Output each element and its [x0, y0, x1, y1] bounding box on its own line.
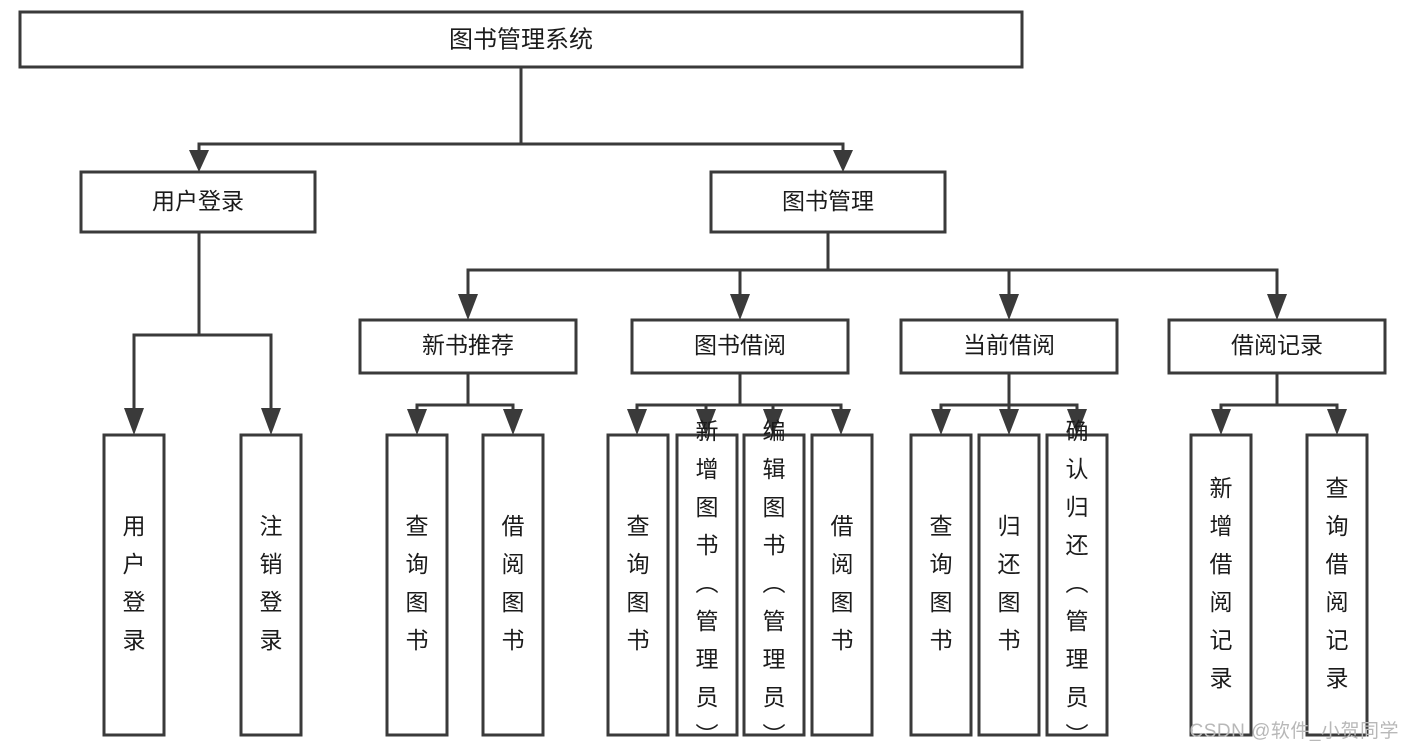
node-book-borrow[interactable]: 图书借阅: [630, 318, 850, 375]
arrowhead-leaf-borrow-record-1: [1211, 409, 1231, 435]
leaf-current-query-book-box: [909, 433, 973, 737]
arrowhead-current-borrow: [999, 294, 1019, 320]
node-user-login[interactable]: 用户登录: [79, 170, 317, 234]
leaf-borrow-edit-book-label: 编辑图书︵管理员︶: [763, 418, 786, 747]
node-new-book-recommend[interactable]: 新书推荐: [358, 318, 578, 375]
leaf-current-return-book-label: 归还图书: [998, 513, 1021, 653]
leaf-node-current-return-book[interactable]: 归还图书: [977, 433, 1041, 737]
node-new-book-recommend-label: 新书推荐: [422, 332, 514, 358]
node-borrow-record-box: [1167, 318, 1387, 375]
leaf-new-book-query-label: 查询图书: [406, 513, 429, 653]
leaf-user-login-login-label: 用户登录: [123, 513, 146, 653]
node-current-borrow[interactable]: 当前借阅: [899, 318, 1119, 375]
leaf-user-login-logout-label: 注销登录: [260, 513, 283, 653]
leaf-record-add-label: 新增借阅记录: [1210, 475, 1233, 691]
node-root-label: 图书管理系统: [449, 26, 593, 53]
leaf-borrow-borrow-book-label: 借阅图书: [831, 513, 854, 653]
leaf-new-book-query-box: [385, 433, 449, 737]
node-user-login-label: 用户登录: [152, 188, 244, 214]
node-current-borrow-box: [899, 318, 1119, 375]
arrowhead-new-book: [458, 294, 478, 320]
node-current-borrow-label: 当前借阅: [963, 332, 1055, 358]
leaf-node-user-login-login[interactable]: 用户登录: [102, 433, 166, 737]
arrowhead-book-mgmt: [833, 150, 853, 172]
arrowhead-leaf-user-login-1: [124, 408, 144, 435]
leaf-node-borrow-add-book[interactable]: 新增图书︵管理员︶: [675, 418, 739, 747]
leaf-record-add-box: [1189, 433, 1253, 737]
node-root-book-management-system[interactable]: 图书管理系统: [18, 10, 1024, 69]
arrowhead-leaf-current-borrow-3: [1067, 409, 1087, 435]
arrowhead-leaf-borrow-book-3: [763, 409, 783, 435]
node-root-box: [18, 10, 1024, 69]
leaf-user-login-logout-box: [239, 433, 303, 737]
node-new-book-recommend-box: [358, 318, 578, 375]
leaf-borrow-query-book-label: 查询图书: [627, 513, 650, 653]
leaf-node-borrow-borrow-book[interactable]: 借阅图书: [810, 433, 874, 737]
arrowhead-leaf-current-borrow-2: [999, 409, 1019, 435]
leaf-node-user-login-logout[interactable]: 注销登录: [239, 433, 303, 737]
leaf-current-confirm-return-box: [1045, 433, 1109, 737]
arrowhead-leaf-current-borrow-1: [931, 409, 951, 435]
leaf-node-borrow-query-book[interactable]: 查询图书: [606, 433, 670, 737]
arrowhead-borrow-book: [730, 294, 750, 320]
arrowhead-user-login: [189, 150, 209, 172]
node-borrow-record[interactable]: 借阅记录: [1167, 318, 1387, 375]
leaf-record-query-box: [1305, 433, 1369, 737]
node-borrow-record-label: 借阅记录: [1231, 332, 1323, 358]
leaf-borrow-add-book-label: 新增图书︵管理员︶: [696, 418, 719, 747]
node-book-borrow-label: 图书借阅: [694, 332, 786, 358]
leaf-new-book-borrow-box: [481, 433, 545, 737]
leaf-current-query-book-label: 查询图书: [930, 513, 953, 653]
leaf-node-new-book-borrow[interactable]: 借阅图书: [481, 433, 545, 737]
arrowhead-leaf-borrow-book-1: [627, 409, 647, 435]
leaf-borrow-borrow-book-box: [810, 433, 874, 737]
arrowhead-leaf-new-book-2: [503, 409, 523, 435]
leaf-node-record-query[interactable]: 查询借阅记录: [1305, 433, 1369, 737]
arrowhead-leaf-borrow-book-4: [831, 409, 851, 435]
node-book-borrow-box: [630, 318, 850, 375]
arrowhead-leaf-borrow-record-2: [1327, 409, 1347, 435]
leaf-node-borrow-edit-book[interactable]: 编辑图书︵管理员︶: [742, 418, 806, 747]
leaf-user-login-login-box: [102, 433, 166, 737]
leaf-current-return-book-box: [977, 433, 1041, 737]
leaf-node-record-add[interactable]: 新增借阅记录: [1189, 433, 1253, 737]
leaf-record-query-label: 查询借阅记录: [1326, 475, 1349, 691]
node-user-login-box: [79, 170, 317, 234]
arrowhead-borrow-record: [1267, 294, 1287, 320]
connector-layer: [124, 65, 1347, 435]
leaf-node-current-confirm-return[interactable]: 确认归还︵管理员︶: [1045, 418, 1109, 747]
node-book-management[interactable]: 图书管理: [709, 170, 947, 234]
leaf-new-book-borrow-label: 借阅图书: [502, 513, 525, 653]
arrowhead-leaf-borrow-book-2: [696, 409, 716, 435]
leaf-current-confirm-return-label: 确认归还︵管理员︶: [1066, 418, 1089, 747]
leaf-node-current-query-book[interactable]: 查询图书: [909, 433, 973, 737]
node-book-management-label: 图书管理: [782, 188, 874, 214]
arrowhead-leaf-new-book-1: [407, 409, 427, 435]
arrowhead-leaf-user-login-2: [261, 408, 281, 435]
leaf-borrow-add-book-box: [675, 433, 739, 737]
leaf-borrow-query-book-box: [606, 433, 670, 737]
leaf-node-new-book-query[interactable]: 查询图书: [385, 433, 449, 737]
leaf-borrow-edit-book-box: [742, 433, 806, 737]
node-book-management-box: [709, 170, 947, 234]
